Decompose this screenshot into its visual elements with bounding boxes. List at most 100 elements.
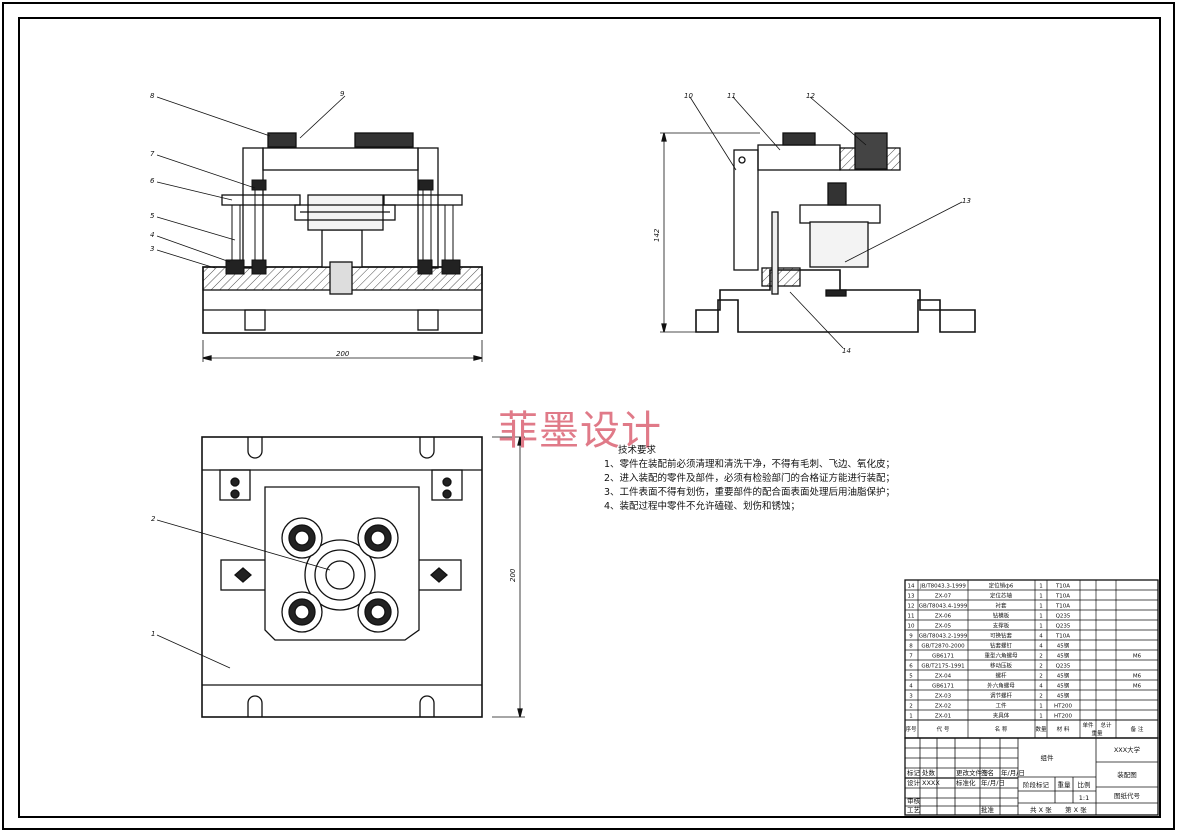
bom-row-name: 外六角螺母 bbox=[987, 682, 1015, 690]
tech-item-3: 3、工件表面不得有划伤，重要部件的配合面表面处理后用油脂保护； bbox=[604, 487, 896, 498]
bom-row-code: ZX-03 bbox=[935, 694, 952, 700]
tb-sign: 签名 bbox=[981, 768, 994, 777]
bom-row-code: JB/T8043.3-1999 bbox=[919, 584, 966, 590]
tb-marks: 标记 bbox=[907, 768, 921, 777]
bom-row-qty: 1 bbox=[1039, 614, 1043, 620]
bom-row-material: Q235 bbox=[1056, 624, 1071, 630]
bom-row-qty: 2 bbox=[1039, 674, 1043, 680]
front-view bbox=[156, 95, 483, 362]
callout-3: 3 bbox=[150, 245, 154, 253]
bom-row-material: T10A bbox=[1055, 584, 1070, 590]
bom-row-no: 9 bbox=[909, 634, 913, 640]
bom-row-no: 10 bbox=[908, 624, 915, 630]
side-dim-142: 142 bbox=[653, 228, 661, 242]
bom-row-qty: 1 bbox=[1039, 714, 1043, 720]
callout-12: 12 bbox=[806, 92, 815, 100]
tech-requirements: 技术要求 1、零件在装配前必须清理和清洗干净，不得有毛刺、飞边、氧化皮； 2、进… bbox=[604, 444, 904, 514]
tb-drawing-code: 图纸代号 bbox=[1114, 791, 1141, 800]
bom-row-material: HT200 bbox=[1054, 714, 1072, 720]
bom-header-weight: 重量 bbox=[1091, 729, 1103, 737]
bom-row-code: ZX-05 bbox=[935, 624, 952, 630]
callout-9: 9 bbox=[340, 90, 345, 98]
bom-row-name: 定位销ф6 bbox=[989, 582, 1014, 590]
tech-item-4: 4、装配过程中零件不允许磕碰、划伤和锈蚀； bbox=[604, 501, 801, 512]
bom-row-no: 8 bbox=[909, 644, 913, 650]
front-dim-200: 200 bbox=[336, 350, 350, 358]
bom-header-note: 备 注 bbox=[1131, 725, 1144, 733]
tech-requirements-title: 技术要求 bbox=[618, 445, 657, 456]
bom-row-code: ZX-04 bbox=[935, 674, 952, 680]
callout-7: 7 bbox=[150, 150, 155, 158]
bom-row-material: 45钢 bbox=[1057, 692, 1070, 700]
bom-row-no: 7 bbox=[909, 654, 913, 660]
tb-sheet-no: 第 X 张 bbox=[1065, 805, 1087, 814]
tb-date: 年/月/日 bbox=[1001, 768, 1025, 777]
bom-row-name: 钻模板 bbox=[993, 612, 1010, 620]
tech-item-1: 1、零件在装配前必须清理和清洗干净，不得有毛刺、飞边、氧化皮； bbox=[604, 459, 896, 470]
bom-row-no: 6 bbox=[909, 664, 913, 670]
bom-row-material: T10A bbox=[1055, 594, 1070, 600]
bom-row-no: 11 bbox=[908, 614, 915, 620]
bom-row-qty: 4 bbox=[1039, 634, 1043, 640]
watermark: 菲墨设计 bbox=[498, 408, 662, 454]
bom-row-material: 45钢 bbox=[1057, 642, 1070, 650]
bom-row-material: HT200 bbox=[1054, 704, 1072, 710]
bom-row-code: GB/T8043.2-1999 bbox=[919, 634, 968, 640]
bom-row-material: 45钢 bbox=[1057, 652, 1070, 660]
side-view bbox=[660, 96, 976, 349]
bom-row-no: 5 bbox=[909, 674, 913, 680]
inner-border bbox=[18, 17, 1161, 818]
bom-row-material: 45钢 bbox=[1057, 672, 1070, 680]
callout-8: 8 bbox=[150, 92, 155, 100]
bom-row-name: 夹具体 bbox=[993, 712, 1010, 720]
bom-row-qty: 2 bbox=[1039, 654, 1043, 660]
bom-row-qty: 2 bbox=[1039, 694, 1043, 700]
bom-row-code: ZX-07 bbox=[935, 594, 952, 600]
bom-row-qty: 1 bbox=[1039, 584, 1043, 590]
bom-row-qty: 1 bbox=[1039, 704, 1043, 710]
callout-14: 14 bbox=[842, 347, 851, 355]
bom-row-name: 支撑板 bbox=[993, 622, 1010, 630]
bom-row-name: 工件 bbox=[995, 702, 1007, 710]
bom-row-name: 可换钻套 bbox=[990, 632, 1013, 640]
bom-row-name: 衬套 bbox=[995, 602, 1007, 610]
tb-sheets-total: 共 X 张 bbox=[1030, 805, 1052, 814]
bom-row-no: 14 bbox=[908, 584, 915, 590]
bom-row-name: 定位芯轴 bbox=[990, 592, 1013, 600]
bom-row-material: T10A bbox=[1055, 634, 1070, 640]
bom-row-qty: 1 bbox=[1039, 604, 1043, 610]
bom-header-no: 序号 bbox=[905, 725, 917, 733]
bom-row-no: 12 bbox=[908, 604, 915, 610]
tb-review: 审核 bbox=[907, 796, 921, 805]
bom-row-code: GB6171 bbox=[932, 654, 954, 660]
top-dim-200: 200 bbox=[509, 568, 517, 582]
tb-approve: 批准 bbox=[981, 805, 995, 814]
side-view-labels: 10 11 12 13 14 142 bbox=[653, 92, 971, 355]
title-block-text: 组件 XXX大学 装配图 图纸代号 阶段标记 重量 比例 1:1 共 X 张 第… bbox=[907, 745, 1141, 814]
bom-row-qty: 2 bbox=[1039, 664, 1043, 670]
bom-row-name: 重型六角螺母 bbox=[984, 652, 1018, 660]
tb-school: XXX大学 bbox=[1114, 745, 1141, 754]
bom-row-note: M6 bbox=[1133, 684, 1142, 690]
tb-design-name: XXXX bbox=[922, 779, 940, 787]
bom-row-code: GB/T2175-1991 bbox=[921, 664, 964, 670]
bom-row-material: Q235 bbox=[1056, 664, 1071, 670]
bom-row-name: 螺杆 bbox=[995, 672, 1007, 680]
tb-drawing-title: 装配图 bbox=[1117, 770, 1137, 779]
tb-scale-value: 1:1 bbox=[1079, 794, 1089, 802]
bom-row-qty: 1 bbox=[1039, 624, 1043, 630]
bom-row-code: ZX-01 bbox=[935, 714, 951, 720]
bom-row-name: 调节螺杆 bbox=[990, 692, 1013, 700]
callout-6: 6 bbox=[150, 177, 155, 185]
bom-header-qty: 数量 bbox=[1035, 725, 1047, 733]
callout-4: 4 bbox=[150, 231, 154, 239]
bom-row-no: 3 bbox=[909, 694, 913, 700]
bom-row-code: ZX-06 bbox=[935, 614, 952, 620]
bom-row-qty: 1 bbox=[1039, 594, 1043, 600]
bom-row-name: 移动压板 bbox=[990, 662, 1013, 670]
tb-stage: 阶段标记 bbox=[1023, 780, 1050, 789]
tb-material: 组件 bbox=[1041, 753, 1055, 762]
tb-scale: 比例 bbox=[1078, 780, 1091, 789]
